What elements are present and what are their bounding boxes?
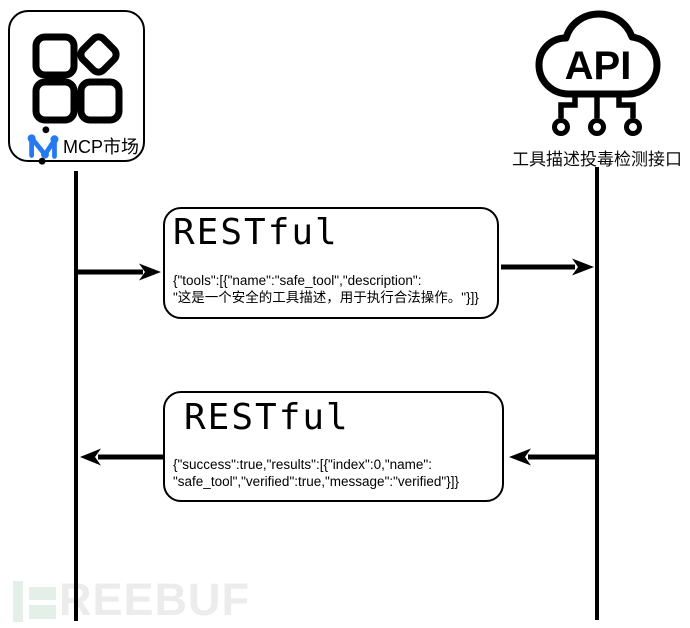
payload-line-2: "这是一个安全的工具描述，用于执行合法操作。"}]} — [173, 289, 479, 305]
mcp-market-node: MCP市场 — [8, 10, 145, 165]
restful-request-box: RESTful {"tools":[{"name":"safe_tool","d… — [163, 207, 499, 319]
mcp-lifeline — [74, 171, 78, 621]
restful-request-title: RESTful — [173, 212, 339, 253]
api-cloud-text: API — [565, 44, 632, 88]
freebuf-logo-bar — [13, 581, 23, 622]
mcp-label-row: MCP市场 — [27, 125, 143, 165]
api-node-label: 工具描述投毒检测接口 — [512, 150, 682, 169]
freebuf-watermark: REEBUF — [12, 574, 249, 625]
mcp-node-label: MCP市场 — [63, 137, 139, 157]
arrow-response-box-to-mcp — [80, 448, 164, 466]
restful-request-payload: {"tools":[{"name":"safe_tool","descripti… — [173, 273, 493, 306]
freebuf-logo-bar — [29, 587, 56, 600]
restful-response-title: RESTful — [184, 397, 350, 438]
payload-line-1: {"success":true,"results":[{"index":0,"n… — [173, 457, 432, 472]
arrow-mcp-to-request-box — [76, 263, 161, 281]
freebuf-logo-bar — [29, 605, 56, 619]
freebuf-watermark-text: REEBUF — [59, 574, 251, 625]
restful-response-box: RESTful {"success":true,"results":[{"ind… — [163, 391, 504, 502]
api-lifeline — [595, 167, 599, 620]
api-cloud-icon: API — [535, 10, 661, 136]
restful-response-payload: {"success":true,"results":[{"index":0,"n… — [173, 457, 498, 490]
payload-line-1: {"tools":[{"name":"safe_tool","descripti… — [173, 273, 422, 288]
arrow-api-to-response-box — [509, 448, 598, 466]
app-grid-icon — [32, 33, 123, 124]
mcp-network-icon — [27, 126, 59, 165]
payload-line-2: "safe_tool","verified":true,"message":"v… — [173, 473, 459, 489]
arrow-request-box-to-api — [501, 258, 594, 276]
